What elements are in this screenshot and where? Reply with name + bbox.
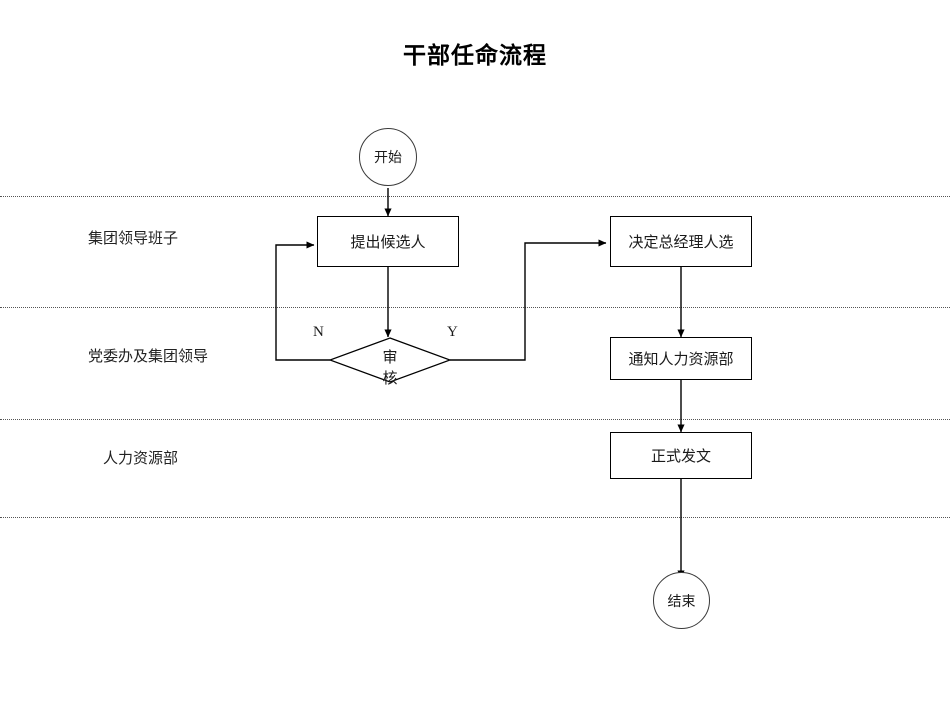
- node-propose[interactable]: 提出候选人: [317, 216, 459, 267]
- node-review-label-line1: 审: [382, 350, 398, 366]
- lane-label-group-leadership: 集团领导班子: [88, 231, 179, 247]
- edge-review-propose-no: [275, 241, 330, 361]
- lane-label-party-committee: 党委办及集团领导: [88, 349, 209, 365]
- edge-label-no: N: [313, 324, 324, 340]
- edge-label-yes: Y: [447, 324, 458, 340]
- node-review-label-line2: 核: [382, 371, 398, 387]
- lane-label-hr: 人力资源部: [103, 451, 179, 467]
- node-issue-doc-label: 正式发文: [650, 449, 711, 465]
- node-end[interactable]: 结束: [653, 572, 710, 629]
- lane-divider-1: [0, 196, 950, 197]
- node-start-label: 开始: [374, 151, 402, 166]
- node-end-label: 结束: [667, 594, 696, 610]
- node-notify-hr-label: 通知人力资源部: [628, 352, 734, 368]
- node-start[interactable]: 开始: [359, 128, 417, 186]
- edge-review-decide-yes: [450, 239, 607, 361]
- node-decide-gm-label: 决定总经理人选: [628, 235, 734, 251]
- page-title: 干部任命流程: [403, 43, 547, 69]
- node-decide-gm[interactable]: 决定总经理人选: [610, 216, 752, 267]
- lane-divider-2: [0, 307, 950, 308]
- node-notify-hr[interactable]: 通知人力资源部: [610, 337, 752, 380]
- node-issue-doc[interactable]: 正式发文: [610, 432, 752, 479]
- node-review-label: 审 核: [373, 348, 407, 390]
- lane-divider-4: [0, 517, 950, 518]
- lane-divider-3: [0, 419, 950, 420]
- node-propose-label: 提出候选人: [350, 235, 426, 251]
- decision-diamond-review: [328, 337, 452, 383]
